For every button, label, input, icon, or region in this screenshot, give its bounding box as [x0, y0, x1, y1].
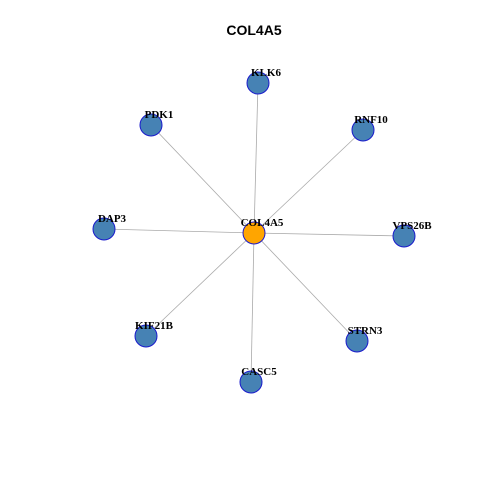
nodes-layer: [92, 71, 416, 394]
node-label-pdk1: PDK1: [145, 109, 174, 121]
edge-col4a5-klk6: [253, 82, 259, 234]
node-dap3: [92, 217, 116, 241]
edge-col4a5-strn3: [253, 232, 358, 342]
edges-layer: [103, 82, 405, 383]
node-klk6: [246, 71, 270, 95]
node-label-vps26b: VPS26B: [392, 220, 432, 232]
edge-col4a5-rnf10: [253, 129, 364, 234]
node-vps26b: [392, 224, 416, 248]
node-strn3: [345, 329, 369, 353]
node-label-rnf10: RNF10: [354, 114, 388, 126]
node-label-klk6: KLK6: [251, 67, 281, 79]
node-label-kif21b: KIF21B: [135, 320, 174, 332]
node-label-col4a5: COL4A5: [241, 217, 284, 229]
edge-col4a5-dap3: [103, 228, 255, 234]
edge-col4a5-vps26b: [253, 232, 405, 237]
edge-col4a5-casc5: [250, 232, 255, 383]
node-pdk1: [139, 113, 163, 137]
node-rnf10: [351, 118, 375, 142]
node-label-dap3: DAP3: [98, 213, 127, 225]
node-label-strn3: STRN3: [348, 325, 383, 337]
diagram-title: COL4A5: [226, 22, 281, 38]
node-casc5: [239, 370, 263, 394]
node-kif21b: [134, 324, 158, 348]
node-col4a5: [242, 221, 266, 245]
edge-col4a5-pdk1: [150, 124, 255, 234]
edge-col4a5-kif21b: [145, 232, 255, 337]
node-label-casc5: CASC5: [241, 366, 277, 378]
